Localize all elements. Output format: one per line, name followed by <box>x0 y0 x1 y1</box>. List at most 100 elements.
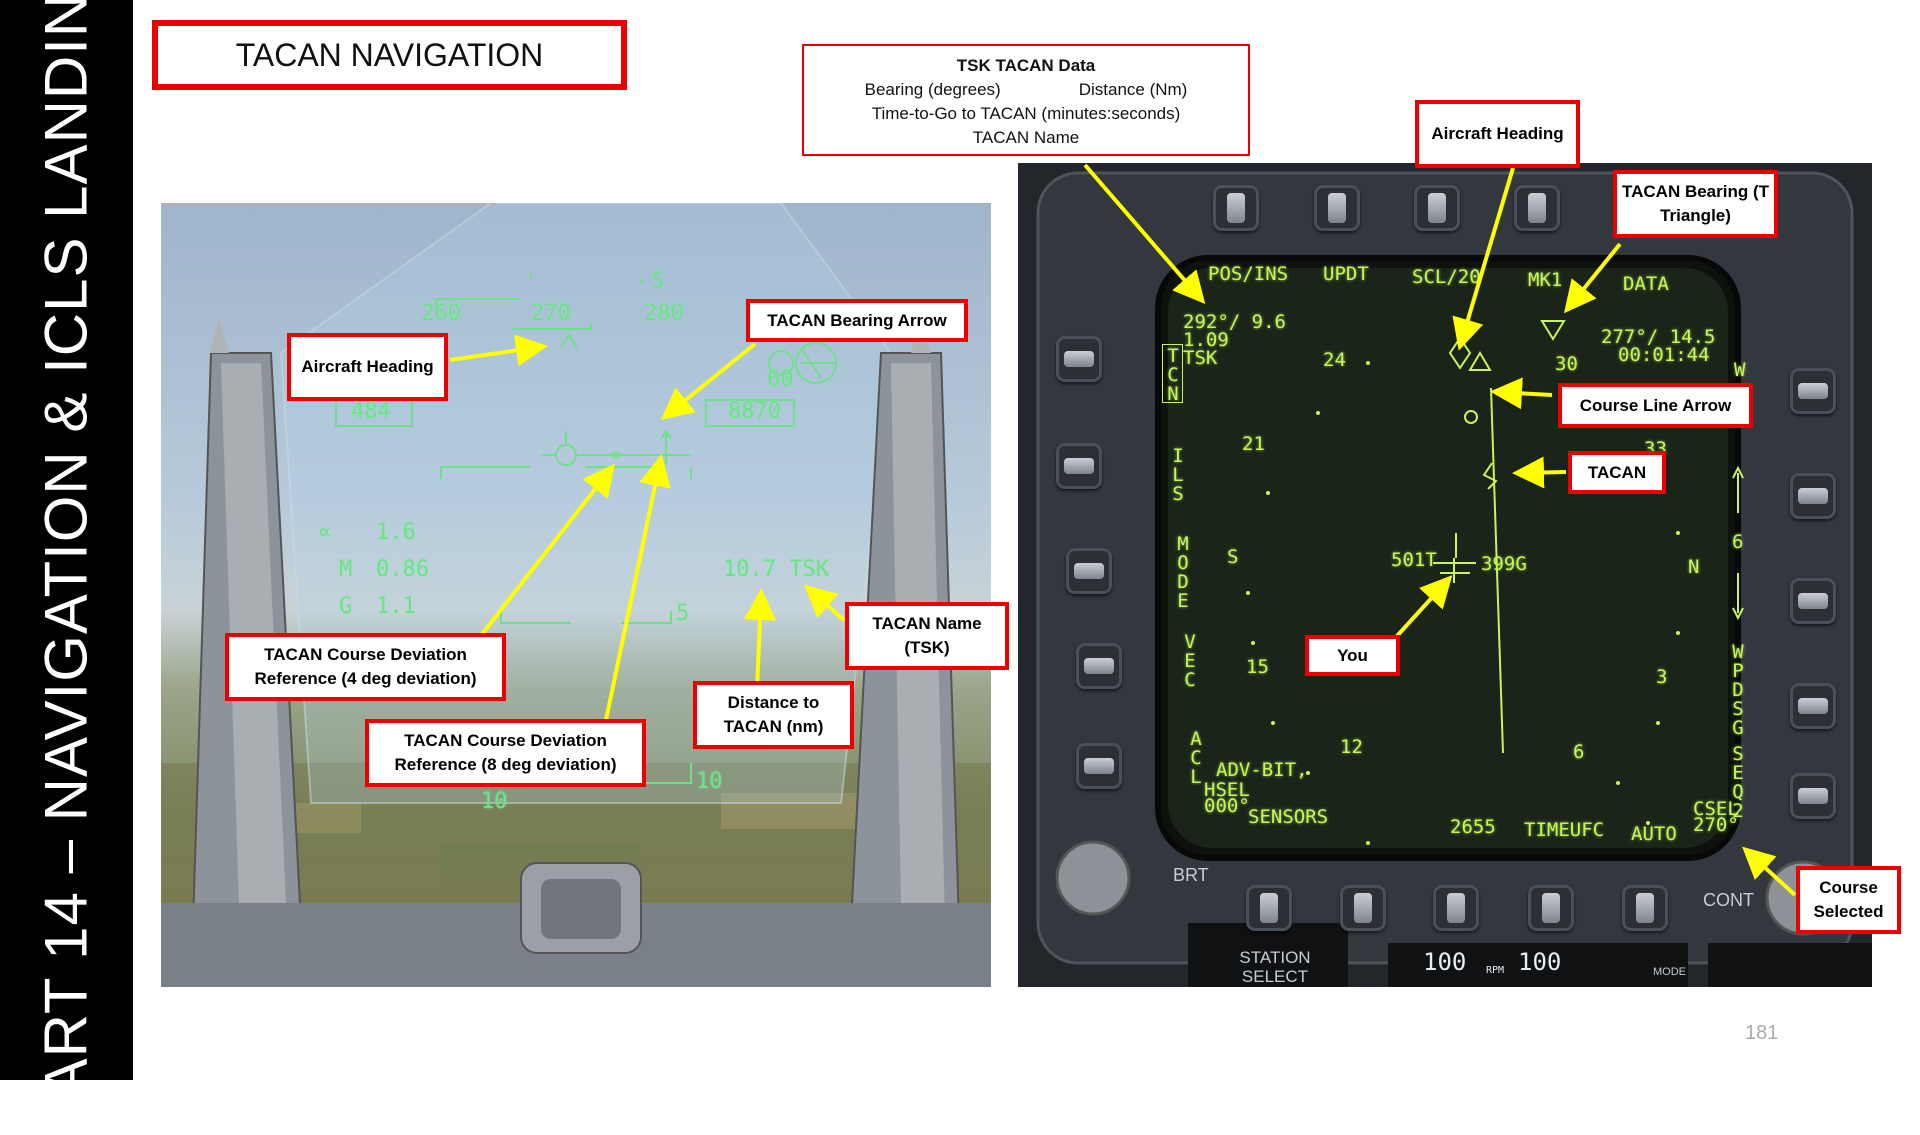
mfd-option-wpdsg[interactable]: WPDSG <box>1727 641 1749 736</box>
osb-left-3[interactable] <box>1066 548 1112 594</box>
osb-left-5[interactable] <box>1076 743 1122 789</box>
compass-15: 15 <box>1246 656 1269 678</box>
hud-heading-260: 260 <box>421 301 461 326</box>
mfd-option-mk1[interactable]: MK1 <box>1528 269 1563 291</box>
hud-pitch-10-left: 10 <box>481 789 508 814</box>
hud-pitch-10-right: 10 <box>696 769 723 794</box>
mfd-adv-bit: ADV-BIT, <box>1216 759 1308 781</box>
compass-s: S <box>1227 546 1239 568</box>
mfd-csel: CSEL <box>1693 798 1739 820</box>
osb-left-4[interactable] <box>1076 643 1122 689</box>
osb-bottom-2[interactable] <box>1340 885 1386 931</box>
mfd-aircraft-left: 501T <box>1391 549 1437 571</box>
hud-heading-270: 270 <box>531 301 571 326</box>
mfd-option-mode[interactable]: MODE <box>1172 533 1194 609</box>
osb-right-1[interactable] <box>1790 368 1836 414</box>
page-number: 181 <box>1745 1022 1779 1044</box>
osb-left-2[interactable] <box>1056 443 1102 489</box>
hud-altitude: 8870 <box>728 399 781 424</box>
mfd-aircraft-right: 399G <box>1481 553 1527 575</box>
hud-g-label: G <box>339 594 353 619</box>
mfd-right-time: 00:01:44 <box>1618 344 1710 366</box>
compass-3: 3 <box>1656 666 1668 688</box>
mfd-station-select: STATION SELECT <box>1239 948 1311 986</box>
info-box-title: TSK TACAN Data <box>956 56 1096 75</box>
compass-30: 30 <box>1555 353 1578 375</box>
mfd-option-sensors[interactable]: SENSORS <box>1248 806 1329 828</box>
osb-bottom-5[interactable] <box>1622 885 1668 931</box>
info-tacan-name: TACAN Name <box>972 128 1080 147</box>
mfd-bearing-sub: 1.09 <box>1183 329 1229 351</box>
tsk-tacan-data-box: TSK TACAN Data Bearing (degrees) Distanc… <box>802 44 1250 156</box>
mfd-option-timeufc[interactable]: TIMEUFC <box>1524 819 1605 841</box>
label-tacan-bearing-triangle: TACAN Bearing (T Triangle) <box>1613 170 1778 238</box>
mfd-rpm-label: RPM <box>1486 965 1505 976</box>
page-title: TACAN NAVIGATION <box>152 20 627 90</box>
sidebar: PART 14 – NAVIGATION & ICLS LANDING <box>0 0 133 1135</box>
info-time-to-go: Time-to-Go to TACAN (minutes:seconds) <box>871 104 1181 123</box>
hud-pitch-5: 5 <box>651 269 665 294</box>
osb-top-2[interactable] <box>1314 185 1360 231</box>
sidebar-title: PART 14 – NAVIGATION & ICLS LANDING <box>32 0 100 1135</box>
mfd-rpm-right: 100 <box>1518 948 1562 976</box>
mfd-option-auto[interactable]: AUTO <box>1631 823 1677 845</box>
label-distance-to-tacan: Distance to TACAN (nm) <box>693 681 854 749</box>
mfd-right-data: 277°/ 14.5 <box>1601 326 1716 348</box>
hud-tacan-readout: 10.7 TSK <box>723 557 829 582</box>
osb-top-3[interactable] <box>1414 185 1460 231</box>
info-bearing: Bearing (degrees) <box>864 80 1001 99</box>
osb-bottom-1[interactable] <box>1246 885 1292 931</box>
mfd-option-updt[interactable]: UPDT <box>1323 263 1369 285</box>
label-tacan: TACAN <box>1568 451 1666 494</box>
compass-12: 12 <box>1340 736 1363 758</box>
label-course-line-arrow: Course Line Arrow <box>1558 383 1753 428</box>
hud-heading-280: 280 <box>644 301 684 326</box>
mfd-option-acl[interactable]: ACL <box>1185 728 1207 785</box>
mfd-hsel-val: 000° <box>1204 795 1250 817</box>
label-tacan-bearing-arrow: TACAN Bearing Arrow <box>746 299 968 342</box>
mfd-cont-label: CONT <box>1703 890 1754 910</box>
mfd-option-w[interactable]: W <box>1734 359 1746 381</box>
compass-21: 21 <box>1242 433 1265 455</box>
mfd-option-pos-ins[interactable]: POS/INS <box>1208 263 1289 285</box>
hud-mach: 0.86 <box>376 557 429 582</box>
osb-bottom-4[interactable] <box>1528 885 1574 931</box>
mfd-bearing-data: 292°/ 9.6 <box>1183 311 1286 333</box>
label-course-deviation-8: TACAN Course Deviation Reference (8 deg … <box>365 719 646 787</box>
mfd-option-6[interactable]: 6 <box>1732 531 1744 553</box>
hud-aoa: 1.6 <box>376 520 416 545</box>
label-hud-aircraft-heading: Aircraft Heading <box>287 333 448 401</box>
mfd-option-scl[interactable]: SCL/20 <box>1412 266 1481 288</box>
label-mfd-aircraft-heading: Aircraft Heading <box>1415 100 1580 168</box>
mfd-tacan-name: TSK <box>1183 347 1218 369</box>
osb-right-5[interactable] <box>1790 773 1836 819</box>
osb-top-4[interactable] <box>1514 185 1560 231</box>
osb-right-3[interactable] <box>1790 578 1836 624</box>
compass-6: 6 <box>1573 741 1585 763</box>
hud-pitch-neg5: 5 <box>676 601 690 626</box>
osb-bottom-3[interactable] <box>1433 885 1479 931</box>
hud-mach-label: M <box>339 557 353 582</box>
mfd-option-data[interactable]: DATA <box>1623 273 1669 295</box>
osb-right-2[interactable] <box>1790 473 1836 519</box>
mfd-brt-label: BRT <box>1173 865 1209 885</box>
compass-n: N <box>1688 556 1700 578</box>
osb-left-1[interactable] <box>1056 336 1102 382</box>
osb-right-4[interactable] <box>1790 683 1836 729</box>
mfd-option-vec[interactable]: VEC <box>1179 631 1201 688</box>
info-box-row: Bearing (degrees) Distance (Nm) <box>804 78 1248 102</box>
hud-sixty: 60 <box>767 367 794 392</box>
mfd-option-ils[interactable]: ILS <box>1167 445 1189 502</box>
label-course-selected: Course Selected <box>1796 866 1901 934</box>
label-you: You <box>1305 635 1400 676</box>
compass-24: 24 <box>1323 349 1346 371</box>
mfd-option-seq2[interactable]: SEQ2 <box>1727 743 1749 819</box>
hud-aoa-symbol: ∝ <box>318 520 332 545</box>
hud-g: 1.1 <box>376 594 416 619</box>
hud-airspeed: 484 <box>351 399 391 424</box>
mfd-rpm-left: 100 <box>1423 948 1467 976</box>
osb-top-1[interactable] <box>1213 185 1259 231</box>
mfd-panel: POS/INS UPDT SCL/20 MK1 DATA TCN ILS MOD… <box>1018 163 1872 987</box>
label-tacan-name: TACAN Name (TSK) <box>845 602 1009 670</box>
mfd-option-tcn[interactable]: TCN <box>1162 344 1184 403</box>
